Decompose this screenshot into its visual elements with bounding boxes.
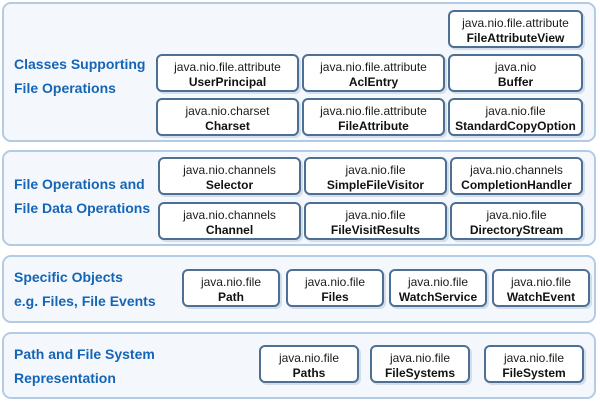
- class-box-channel: java.nio.channels Channel: [158, 202, 301, 240]
- band-title-line: Specific Objects: [14, 269, 123, 285]
- class-box-file-attribute: java.nio.file.attribute FileAttribute: [302, 98, 445, 136]
- band-title-line: Path and File System: [14, 346, 155, 362]
- band-classes-supporting-file-operations: Classes Supporting File Operations java.…: [2, 2, 596, 142]
- class-name: FileVisitResults: [330, 223, 421, 237]
- class-name: Files: [321, 290, 349, 304]
- class-package: java.nio.file.attribute: [320, 104, 427, 118]
- class-box-watch-event: java.nio.file WatchEvent: [492, 269, 590, 307]
- class-name: FileAttributeView: [466, 31, 565, 45]
- class-name: FileSystem: [502, 366, 566, 380]
- class-package: java.nio.file.attribute: [462, 16, 569, 30]
- class-box-path: java.nio.file Path: [182, 269, 280, 307]
- class-name: FileSystems: [384, 366, 456, 380]
- class-name: Charset: [205, 119, 250, 133]
- band-title: Path and File System Representation: [14, 342, 155, 390]
- class-package: java.nio.charset: [185, 104, 270, 118]
- class-package: java.nio.file: [503, 351, 565, 365]
- class-name: UserPrincipal: [188, 75, 267, 89]
- class-box-buffer: java.nio Buffer: [448, 54, 583, 92]
- band-file-operations-and-data-operations: File Operations and File Data Operations…: [2, 150, 596, 246]
- class-box-charset: java.nio.charset Charset: [156, 98, 299, 136]
- class-name: Paths: [292, 366, 326, 380]
- class-name: DirectoryStream: [469, 223, 564, 237]
- class-box-user-principal: java.nio.file.attribute UserPrincipal: [156, 54, 299, 92]
- class-box-files: java.nio.file Files: [286, 269, 384, 307]
- class-box-file-attribute-view: java.nio.file.attribute FileAttributeVie…: [448, 10, 583, 48]
- band-title-line: Representation: [14, 370, 116, 386]
- class-box-simple-file-visitor: java.nio.file SimpleFileVisitor: [304, 157, 447, 195]
- class-package: java.nio.file: [485, 104, 546, 118]
- class-box-completion-handler: java.nio.channels CompletionHandler: [450, 157, 583, 195]
- class-name: WatchEvent: [506, 290, 576, 304]
- class-box-paths: java.nio.file Paths: [259, 345, 359, 383]
- class-box-file-system: java.nio.file FileSystem: [484, 345, 584, 383]
- class-name: Channel: [205, 223, 254, 237]
- class-box-acl-entry: java.nio.file.attribute AclEntry: [302, 54, 445, 92]
- class-package: java.nio.file: [389, 351, 451, 365]
- class-name: Buffer: [497, 75, 534, 89]
- class-name: CompletionHandler: [461, 178, 572, 192]
- class-package: java.nio.file: [345, 163, 406, 177]
- class-package: java.nio.file: [278, 351, 340, 365]
- class-package: java.nio.channels: [183, 208, 276, 222]
- class-package: java.nio.channels: [183, 163, 276, 177]
- band-title: Specific Objects e.g. Files, File Events: [14, 265, 156, 313]
- class-package: java.nio.file.attribute: [320, 60, 427, 74]
- class-package: java.nio.channels: [470, 163, 563, 177]
- class-box-standard-copy-option: java.nio.file StandardCopyOption: [448, 98, 583, 136]
- band-path-and-file-system: Path and File System Representation java…: [2, 332, 596, 399]
- band-title-line: File Data Operations: [14, 200, 151, 216]
- class-package: java.nio.file: [407, 275, 469, 289]
- class-name: AclEntry: [348, 75, 399, 89]
- class-package: java.nio.file: [200, 275, 262, 289]
- class-package: java.nio.file: [486, 208, 547, 222]
- band-title-line: Classes Supporting: [14, 56, 146, 72]
- band-title: File Operations and File Data Operations: [14, 172, 150, 220]
- band-specific-objects: Specific Objects e.g. Files, File Events…: [2, 255, 596, 323]
- band-title-line: File Operations and: [14, 176, 145, 192]
- class-package: java.nio: [494, 60, 537, 74]
- band-title-line: e.g. Files, File Events: [14, 293, 156, 309]
- class-box-file-visit-results: java.nio.file FileVisitResults: [304, 202, 447, 240]
- class-box-directory-stream: java.nio.file DirectoryStream: [450, 202, 583, 240]
- class-name: FileAttribute: [338, 119, 409, 133]
- class-name: StandardCopyOption: [455, 119, 576, 133]
- band-title: Classes Supporting File Operations: [14, 52, 145, 100]
- band-title-line: File Operations: [14, 80, 116, 96]
- class-box-watch-service: java.nio.file WatchService: [389, 269, 487, 307]
- class-name: Selector: [205, 178, 254, 192]
- class-name: Path: [217, 290, 244, 304]
- class-package: java.nio.file: [304, 275, 366, 289]
- class-name: WatchService: [398, 290, 478, 304]
- class-name: SimpleFileVisitor: [326, 178, 425, 192]
- class-box-selector: java.nio.channels Selector: [158, 157, 301, 195]
- class-box-file-systems: java.nio.file FileSystems: [370, 345, 470, 383]
- class-package: java.nio.file.attribute: [174, 60, 281, 74]
- class-package: java.nio.file: [345, 208, 406, 222]
- class-package: java.nio.file: [510, 275, 572, 289]
